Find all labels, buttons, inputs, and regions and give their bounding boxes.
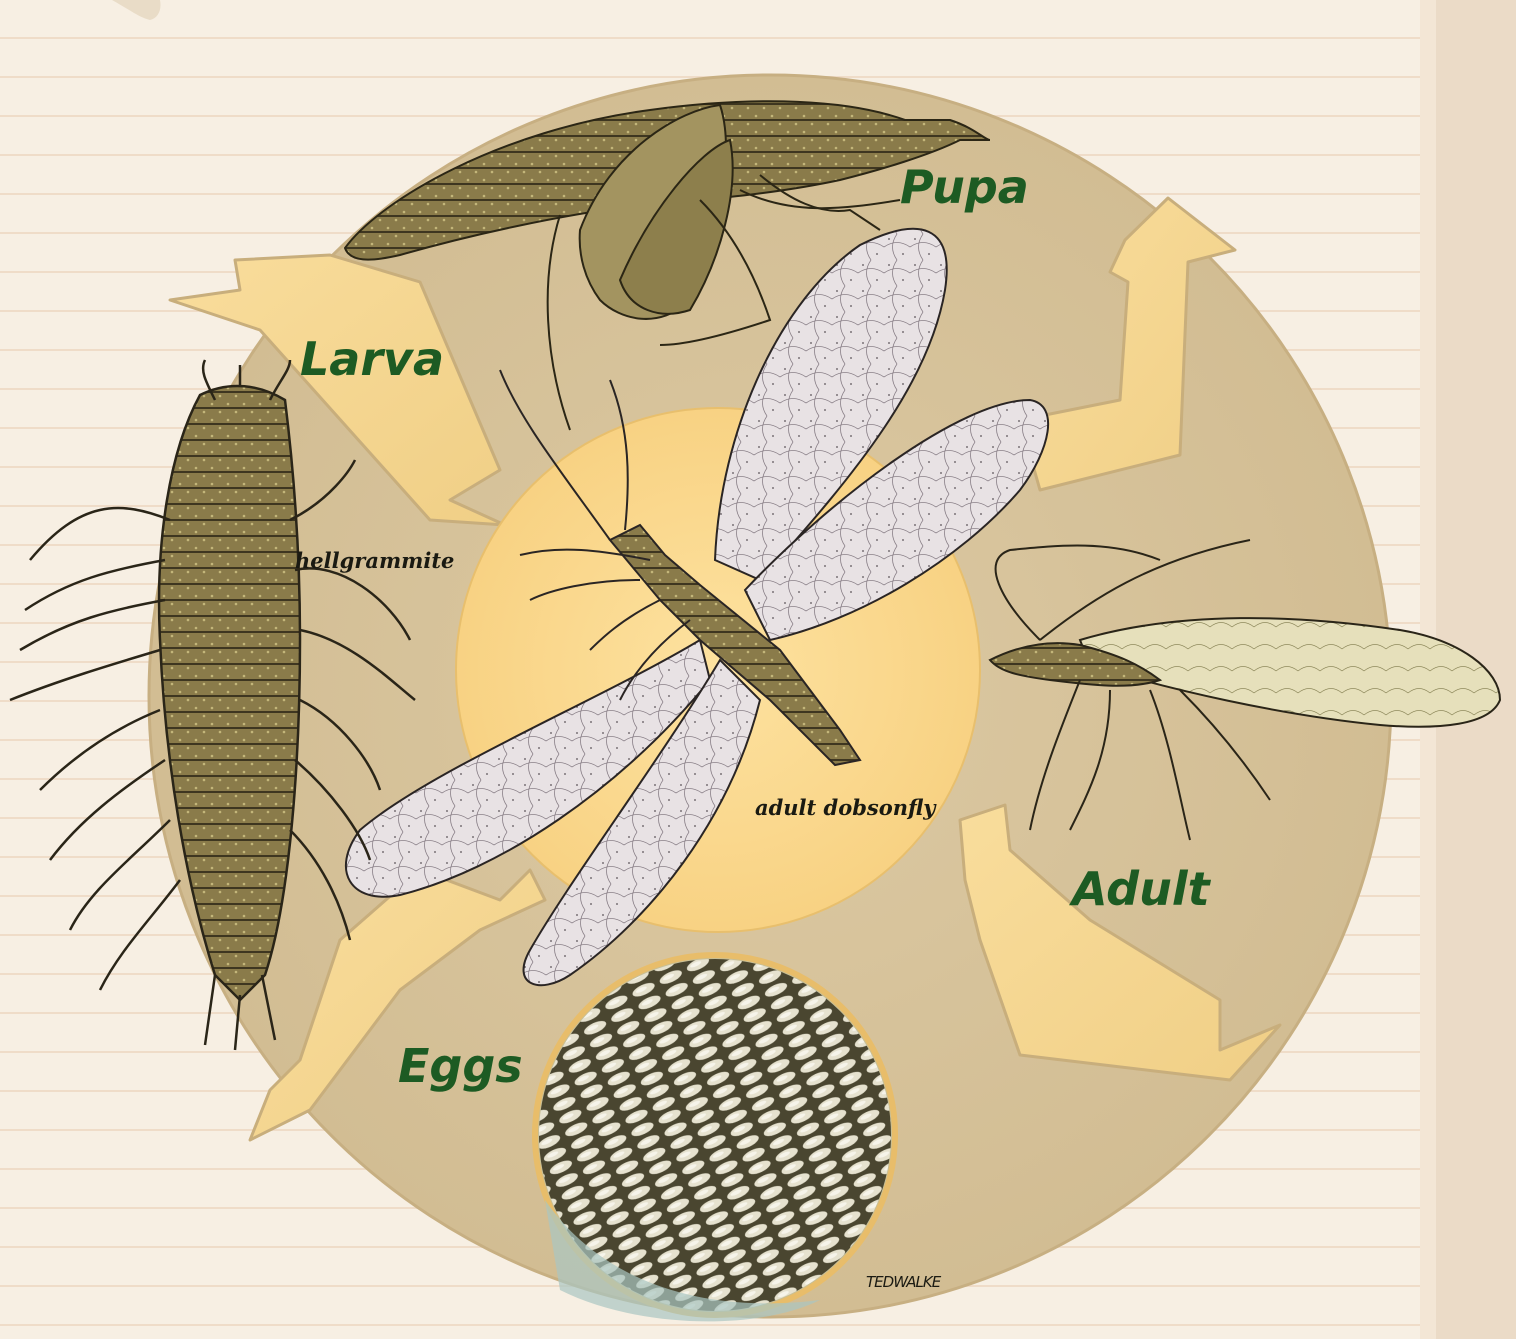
caption-adult-dobsonfly: adult dobsonfly [755, 795, 937, 820]
label-pupa: Pupa [900, 160, 1029, 214]
artist-signature: TEDWALKE [866, 1273, 942, 1291]
label-adult: Adult [1069, 862, 1212, 916]
caption-hellgrammite: hellgrammite [295, 548, 454, 573]
label-larva: Larva [300, 332, 444, 386]
label-eggs: Eggs [398, 1039, 523, 1093]
egg-cluster-illustration [535, 955, 895, 1321]
